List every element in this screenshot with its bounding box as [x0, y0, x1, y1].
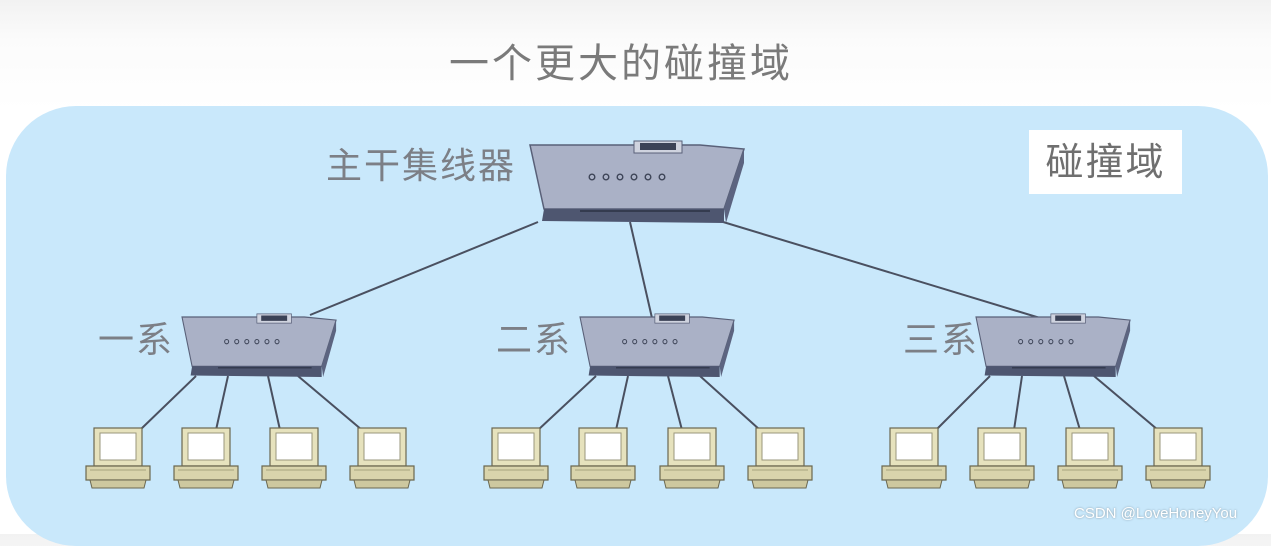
dept3-label: 三系	[903, 320, 980, 361]
page-title: 一个更大的碰撞域	[449, 41, 793, 87]
watermark: CSDN @LoveHoneyYou	[1074, 505, 1238, 522]
dept2-computer-2	[570, 427, 636, 489]
dept2-computer-4	[747, 427, 813, 489]
dept2-links	[537, 375, 761, 431]
dept2-label: 二系	[496, 320, 573, 361]
dept3-computer-4	[1145, 427, 1211, 489]
dept3-computer-2	[969, 427, 1035, 489]
backbone-link-2	[629, 221, 653, 319]
network-diagram	[85, 140, 1211, 489]
dept2-hub	[579, 313, 735, 378]
dept1-hub	[181, 313, 337, 378]
dept3-computer-1	[881, 427, 947, 489]
collision-domain-label: 碰撞域	[1029, 130, 1182, 194]
backbone-hub	[529, 140, 745, 224]
dept2-computer-1	[483, 427, 549, 489]
dept3-hub	[975, 313, 1131, 378]
backbone-hub-label: 主干集线器	[326, 146, 517, 187]
dept2-computer-3	[659, 427, 725, 489]
dept1-computer-3	[261, 427, 327, 489]
dept1-label: 一系	[98, 320, 175, 361]
dept3-computer-3	[1057, 427, 1123, 489]
dept3-links	[935, 375, 1159, 431]
dept1-computer-2	[173, 427, 239, 489]
dept1-links	[139, 375, 363, 431]
backbone-link-3	[699, 214, 1041, 319]
backbone-link-1	[309, 221, 539, 316]
dept1-computer-1	[85, 427, 151, 489]
dept1-computer-4	[349, 427, 415, 489]
